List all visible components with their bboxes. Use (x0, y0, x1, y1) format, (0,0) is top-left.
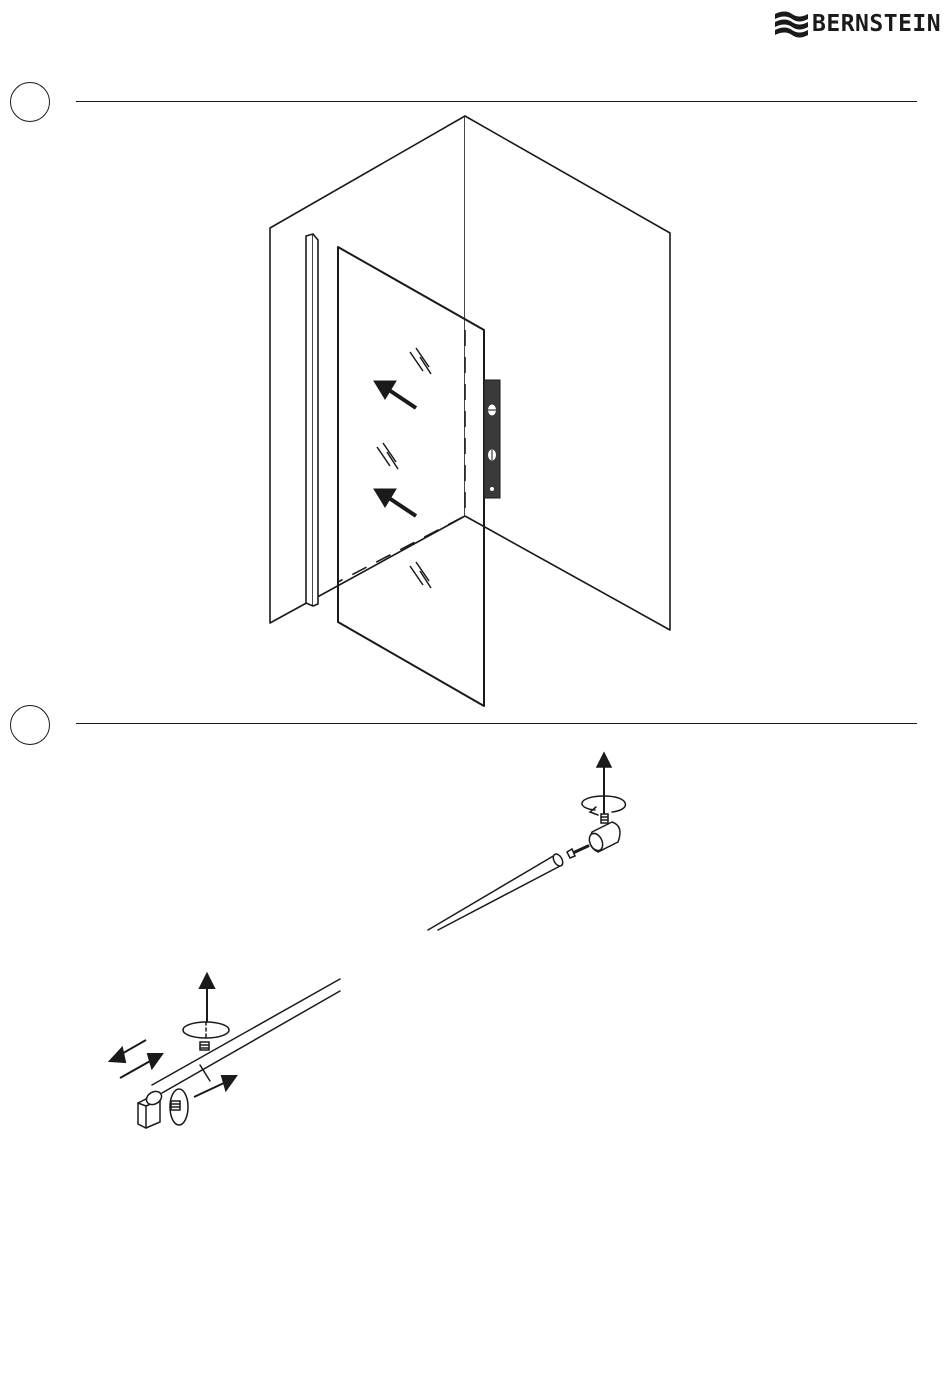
step-2-divider (76, 723, 917, 724)
stabilizer-rod-lower (152, 979, 340, 1093)
arrow-up-icon (597, 753, 611, 813)
right-wall (465, 116, 670, 630)
left-wall (270, 116, 465, 623)
wall-profile (306, 234, 313, 606)
screw-icon (567, 846, 588, 858)
wall-connector-icon (587, 814, 620, 853)
glass-panel-alignment-figure (0, 0, 950, 720)
stabilizer-rod-upper (428, 855, 562, 930)
glass-clamp-icon (138, 1089, 164, 1128)
stabilizer-bar-figure (0, 730, 950, 1150)
adjust-arrow-icon (110, 974, 236, 1097)
spirit-level-icon (484, 380, 500, 498)
